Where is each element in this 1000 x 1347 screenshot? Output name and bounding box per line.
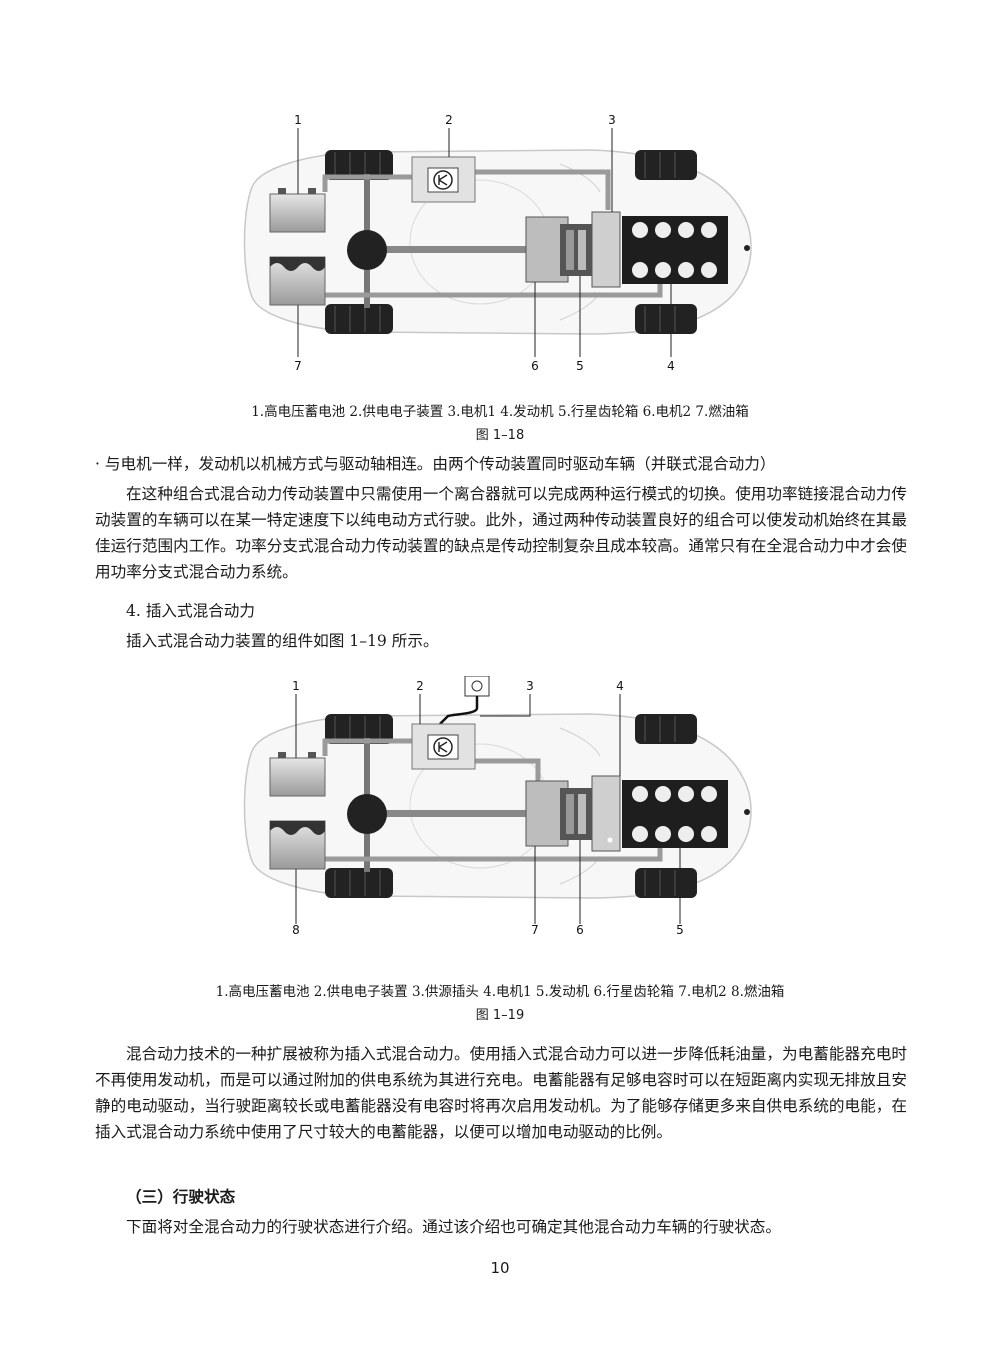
wheel bbox=[635, 714, 697, 744]
planetary-gear-block bbox=[560, 224, 592, 276]
car-body-outline bbox=[243, 149, 752, 335]
callout-5: 5 bbox=[676, 923, 684, 936]
motor-1-block bbox=[591, 775, 621, 852]
callout-1: 1 bbox=[294, 113, 302, 127]
callout-4: 4 bbox=[616, 679, 624, 693]
callout-3: 3 bbox=[608, 113, 616, 127]
hybrid-drivetrain-diagram: 1 2 3 4 5 6 7 bbox=[243, 113, 752, 372]
callout-7: 7 bbox=[294, 359, 302, 372]
page-number: 10 bbox=[490, 1259, 510, 1277]
battery-block bbox=[269, 757, 326, 797]
paragraph-driving-states-intro: 下面将对全混合动力的行驶状态进行介绍。通过该介绍也可确定其他混合动力车辆的行驶状… bbox=[126, 1218, 781, 1236]
wheel bbox=[325, 868, 393, 898]
wheel bbox=[325, 304, 393, 334]
figure-1-19: 1 2 3 4 5 6 7 8 bbox=[230, 676, 770, 936]
figure-1-18-caption: 1.高电压蓄电池 2.供电电子装置 3.电机1 4.发动机 5.行星齿轮箱 6.… bbox=[251, 404, 749, 420]
callout-7: 7 bbox=[531, 923, 539, 936]
planetary-gear-block bbox=[560, 788, 592, 840]
section-heading-driving-states: （三）行驶状态 bbox=[126, 1188, 236, 1206]
wheel bbox=[325, 714, 393, 744]
figure-1-19-number: 图 1–19 bbox=[475, 1008, 525, 1023]
callout-3: 3 bbox=[526, 679, 534, 693]
paragraph-plug-in-explanation: 混合动力技术的一种扩展被称为插入式混合动力。使用插入式混合动力可以进一步降低耗油… bbox=[95, 1045, 907, 1141]
wheel bbox=[635, 304, 697, 334]
callout-6: 6 bbox=[576, 923, 584, 936]
battery-block bbox=[269, 193, 326, 233]
differential bbox=[347, 794, 387, 834]
bullet-parallel-hybrid: · 与电机一样，发动机以机械方式与驱动轴相连。由两个传动装置同时驱动车辆（并联式… bbox=[95, 455, 776, 473]
plug-in-hybrid-drivetrain-diagram: 1 2 3 4 5 6 7 8 bbox=[243, 676, 752, 936]
figure-1-18-number: 图 1–18 bbox=[475, 428, 525, 443]
figure-1-18: 1 2 3 4 5 6 7 bbox=[230, 112, 770, 372]
car-body-outline bbox=[243, 713, 752, 899]
callout-5: 5 bbox=[576, 359, 584, 372]
callout-2: 2 bbox=[445, 113, 453, 127]
wheel bbox=[325, 150, 393, 180]
motor-1-block bbox=[591, 211, 621, 288]
figure-1-19-caption: 1.高电压蓄电池 2.供电电子装置 3.供源插头 4.电机1 5.发动机 6.行… bbox=[215, 984, 785, 1000]
callout-4: 4 bbox=[667, 359, 675, 372]
paragraph-plug-in-intro: 插入式混合动力装置的组件如图 1–19 所示。 bbox=[126, 632, 439, 650]
section-title-plug-in-hybrid: 4. 插入式混合动力 bbox=[126, 602, 255, 620]
callout-1: 1 bbox=[292, 679, 300, 693]
callout-6: 6 bbox=[531, 359, 539, 372]
power-socket-icon bbox=[464, 676, 490, 697]
differential bbox=[347, 230, 387, 270]
wheel bbox=[635, 150, 697, 180]
wheel bbox=[635, 868, 697, 898]
callout-8: 8 bbox=[292, 923, 300, 936]
callout-2: 2 bbox=[416, 679, 424, 693]
paragraph-power-split: 在这种组合式混合动力传动装置中只需使用一个离合器就可以完成两种运行模式的切换。使… bbox=[95, 485, 907, 581]
